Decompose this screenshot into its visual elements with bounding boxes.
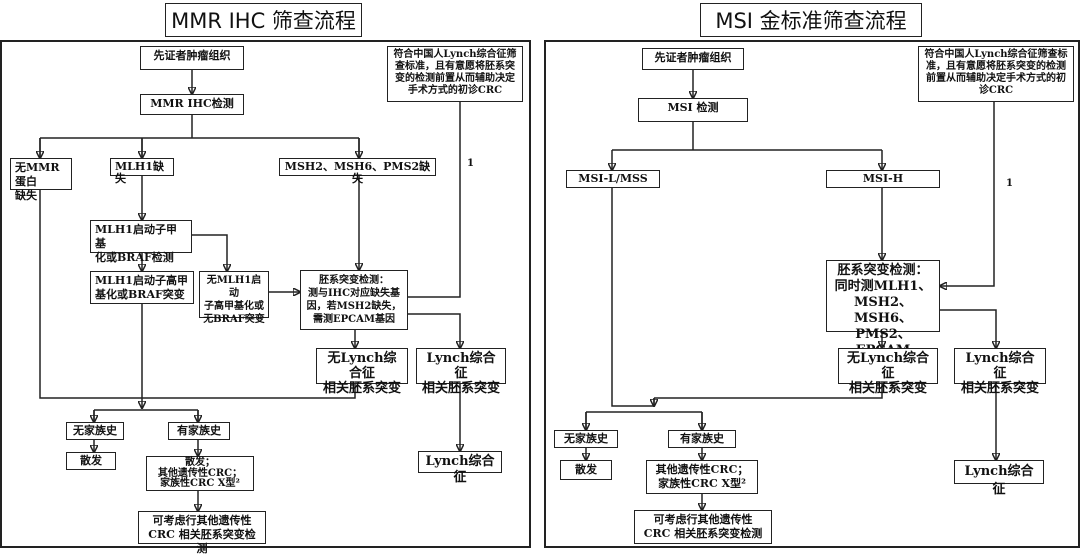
node-no-mlh1-methylation: 无MLH1启动 子高甲基化或 无BRAF突变 bbox=[199, 271, 269, 325]
node-proband-tissue: 先证者肿瘤组织 bbox=[642, 48, 744, 70]
node-no-mmr-loss: 无MMR蛋白 缺失 bbox=[10, 158, 72, 202]
node-screening-criteria: 符合中国人Lynch综合征筛查标准，且有意愿将胚系突变的检测前置从而辅助决定手术… bbox=[918, 46, 1074, 102]
node-proband-tissue: 先证者肿瘤组织 bbox=[140, 46, 244, 70]
node-sporadic: 散发 bbox=[66, 452, 116, 470]
node-msi-test: MSI 检测 bbox=[638, 98, 748, 122]
node-no-family-history: 无家族史 bbox=[66, 422, 124, 440]
node-sporadic-other-hereditary: 散发； 其他遗传性CRC； 家族性CRC X型² bbox=[146, 456, 254, 491]
edge-label-1: 1 bbox=[1006, 178, 1013, 189]
left-panel-title: MMR IHC 筛查流程 bbox=[165, 3, 362, 37]
mmr-ihc-flowchart: 先证者肿瘤组织 MMR IHC检测 符合中国人Lynch综合征筛查标准，且有意愿… bbox=[0, 40, 533, 555]
edge-family-split bbox=[585, 411, 703, 430]
edge-msi-split bbox=[612, 122, 882, 151]
node-screening-criteria: 符合中国人Lynch综合征筛查标准，且有意愿将胚系突变的检测前置从而辅助决定手术… bbox=[387, 46, 523, 102]
node-germline-test: 胚系突变检测： 同时测MLH1、 MSH2、MSH6、 PMS2、EPCAM bbox=[826, 260, 940, 358]
edge-criteria-to-germline bbox=[940, 102, 995, 286]
left-connectors bbox=[2, 70, 533, 550]
node-sporadic: 散发 bbox=[560, 460, 612, 480]
edge-germline-to-lynch bbox=[408, 313, 460, 348]
node-msi-l-mss: MSI-L/MSS bbox=[566, 170, 660, 188]
node-lynch-syndrome: Lynch综合征 bbox=[418, 451, 502, 485]
edge-family-split bbox=[93, 409, 199, 422]
edge-criteria-to-germline bbox=[400, 102, 461, 297]
edge-merge bbox=[39, 176, 356, 399]
right-connectors bbox=[546, 70, 1080, 550]
node-mmr-ihc: MMR IHC检测 bbox=[140, 94, 244, 115]
node-msh2-msh6-pms2-loss: MSH2、MSH6、PMS2缺失 bbox=[279, 158, 436, 185]
node-lynch-variant: Lynch综合征 相关胚系突变 bbox=[954, 348, 1046, 396]
node-no-family-history: 无家族史 bbox=[554, 430, 618, 448]
right-panel-title: MSI 金标准筛查流程 bbox=[700, 3, 922, 37]
node-consider-other-testing: 可考虑行其他遗传性 CRC 相关胚系突变检测 bbox=[138, 511, 266, 555]
node-lynch-variant: Lynch综合征 相关胚系突变 bbox=[416, 348, 506, 396]
node-mlh1-loss: MLH1缺失 bbox=[110, 158, 174, 185]
node-no-lynch-variant: 无Lynch综合征 相关胚系突变 bbox=[316, 348, 408, 396]
edge-germline-to-lynch bbox=[940, 309, 996, 348]
edge-label-1: 1 bbox=[467, 158, 474, 169]
node-germline-test: 胚系突变检测： 测与IHC对应缺失基 因，若MSH2缺失， 需测EPCAM基因 bbox=[300, 270, 408, 330]
node-family-history: 有家族史 bbox=[168, 422, 230, 440]
node-no-lynch-variant: 无Lynch综合征 相关胚系突变 bbox=[838, 348, 938, 396]
node-msi-h: MSI-H bbox=[826, 170, 940, 188]
node-lynch-syndrome: Lynch综合征 bbox=[954, 460, 1044, 497]
msi-flowchart: 先证者肿瘤组织 MSI 检测 符合中国人Lynch综合征筛查标准，且有意愿将胚系… bbox=[544, 40, 1080, 548]
edge-ihc-split bbox=[39, 115, 360, 158]
node-consider-other-testing: 可考虑行其他遗传性 CRC 相关胚系突变检测 bbox=[634, 510, 772, 544]
node-mlh1-high-methylation: MLH1启动子高甲 基化或BRAF突变 bbox=[90, 271, 194, 304]
node-family-history: 有家族史 bbox=[668, 430, 736, 448]
node-mlh1-methylation-test: MLH1启动子甲基 化或BRAF检测 bbox=[90, 220, 192, 264]
node-other-hereditary: 其他遗传性CRC； 家族性CRC X型² bbox=[646, 460, 758, 494]
